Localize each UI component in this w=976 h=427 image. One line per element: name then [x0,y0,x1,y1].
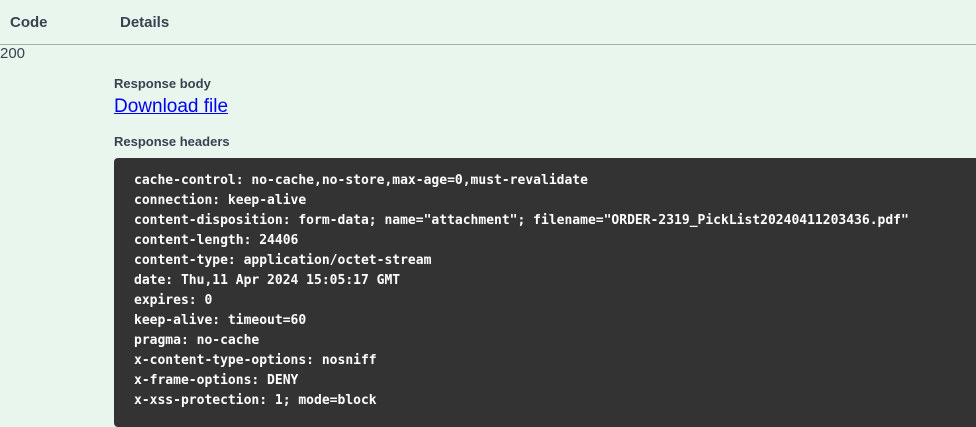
response-status-code: 200 [0,45,114,427]
header-line: x-content-type-options: nosniff [134,351,972,371]
header-line: content-disposition: form-data; name="at… [134,211,972,231]
response-headers-block: cache-control: no-cache,no-store,max-age… [114,158,976,427]
table-body: 200 Response body Download file Response… [0,45,976,427]
response-headers-text: cache-control: no-cache,no-store,max-age… [114,171,976,411]
column-header-details: Details [114,0,976,45]
header-line: expires: 0 [134,291,972,311]
header-line: content-type: application/octet-stream [134,251,972,271]
table-header-row: Code Details [0,0,976,45]
response-headers-label: Response headers [114,133,976,151]
header-line: pragma: no-cache [134,331,972,351]
header-line: x-frame-options: DENY [134,371,972,391]
table-row: 200 Response body Download file Response… [0,45,976,427]
header-line: content-length: 24406 [134,231,972,251]
table-header: Code Details [0,0,976,45]
column-header-code: Code [0,0,114,45]
header-line: keep-alive: timeout=60 [134,311,972,331]
download-file-link[interactable]: Download file [114,94,228,120]
header-line: date: Thu,11 Apr 2024 15:05:17 GMT [134,271,972,291]
response-details-cell: Response body Download file Response hea… [114,45,976,427]
response-body-label: Response body [114,75,976,93]
header-line: cache-control: no-cache,no-store,max-age… [134,171,972,191]
header-line: connection: keep-alive [134,191,972,211]
responses-panel: Code Details 200 Response body Download … [0,0,976,406]
header-line: x-xss-protection: 1; mode=block [134,391,972,411]
